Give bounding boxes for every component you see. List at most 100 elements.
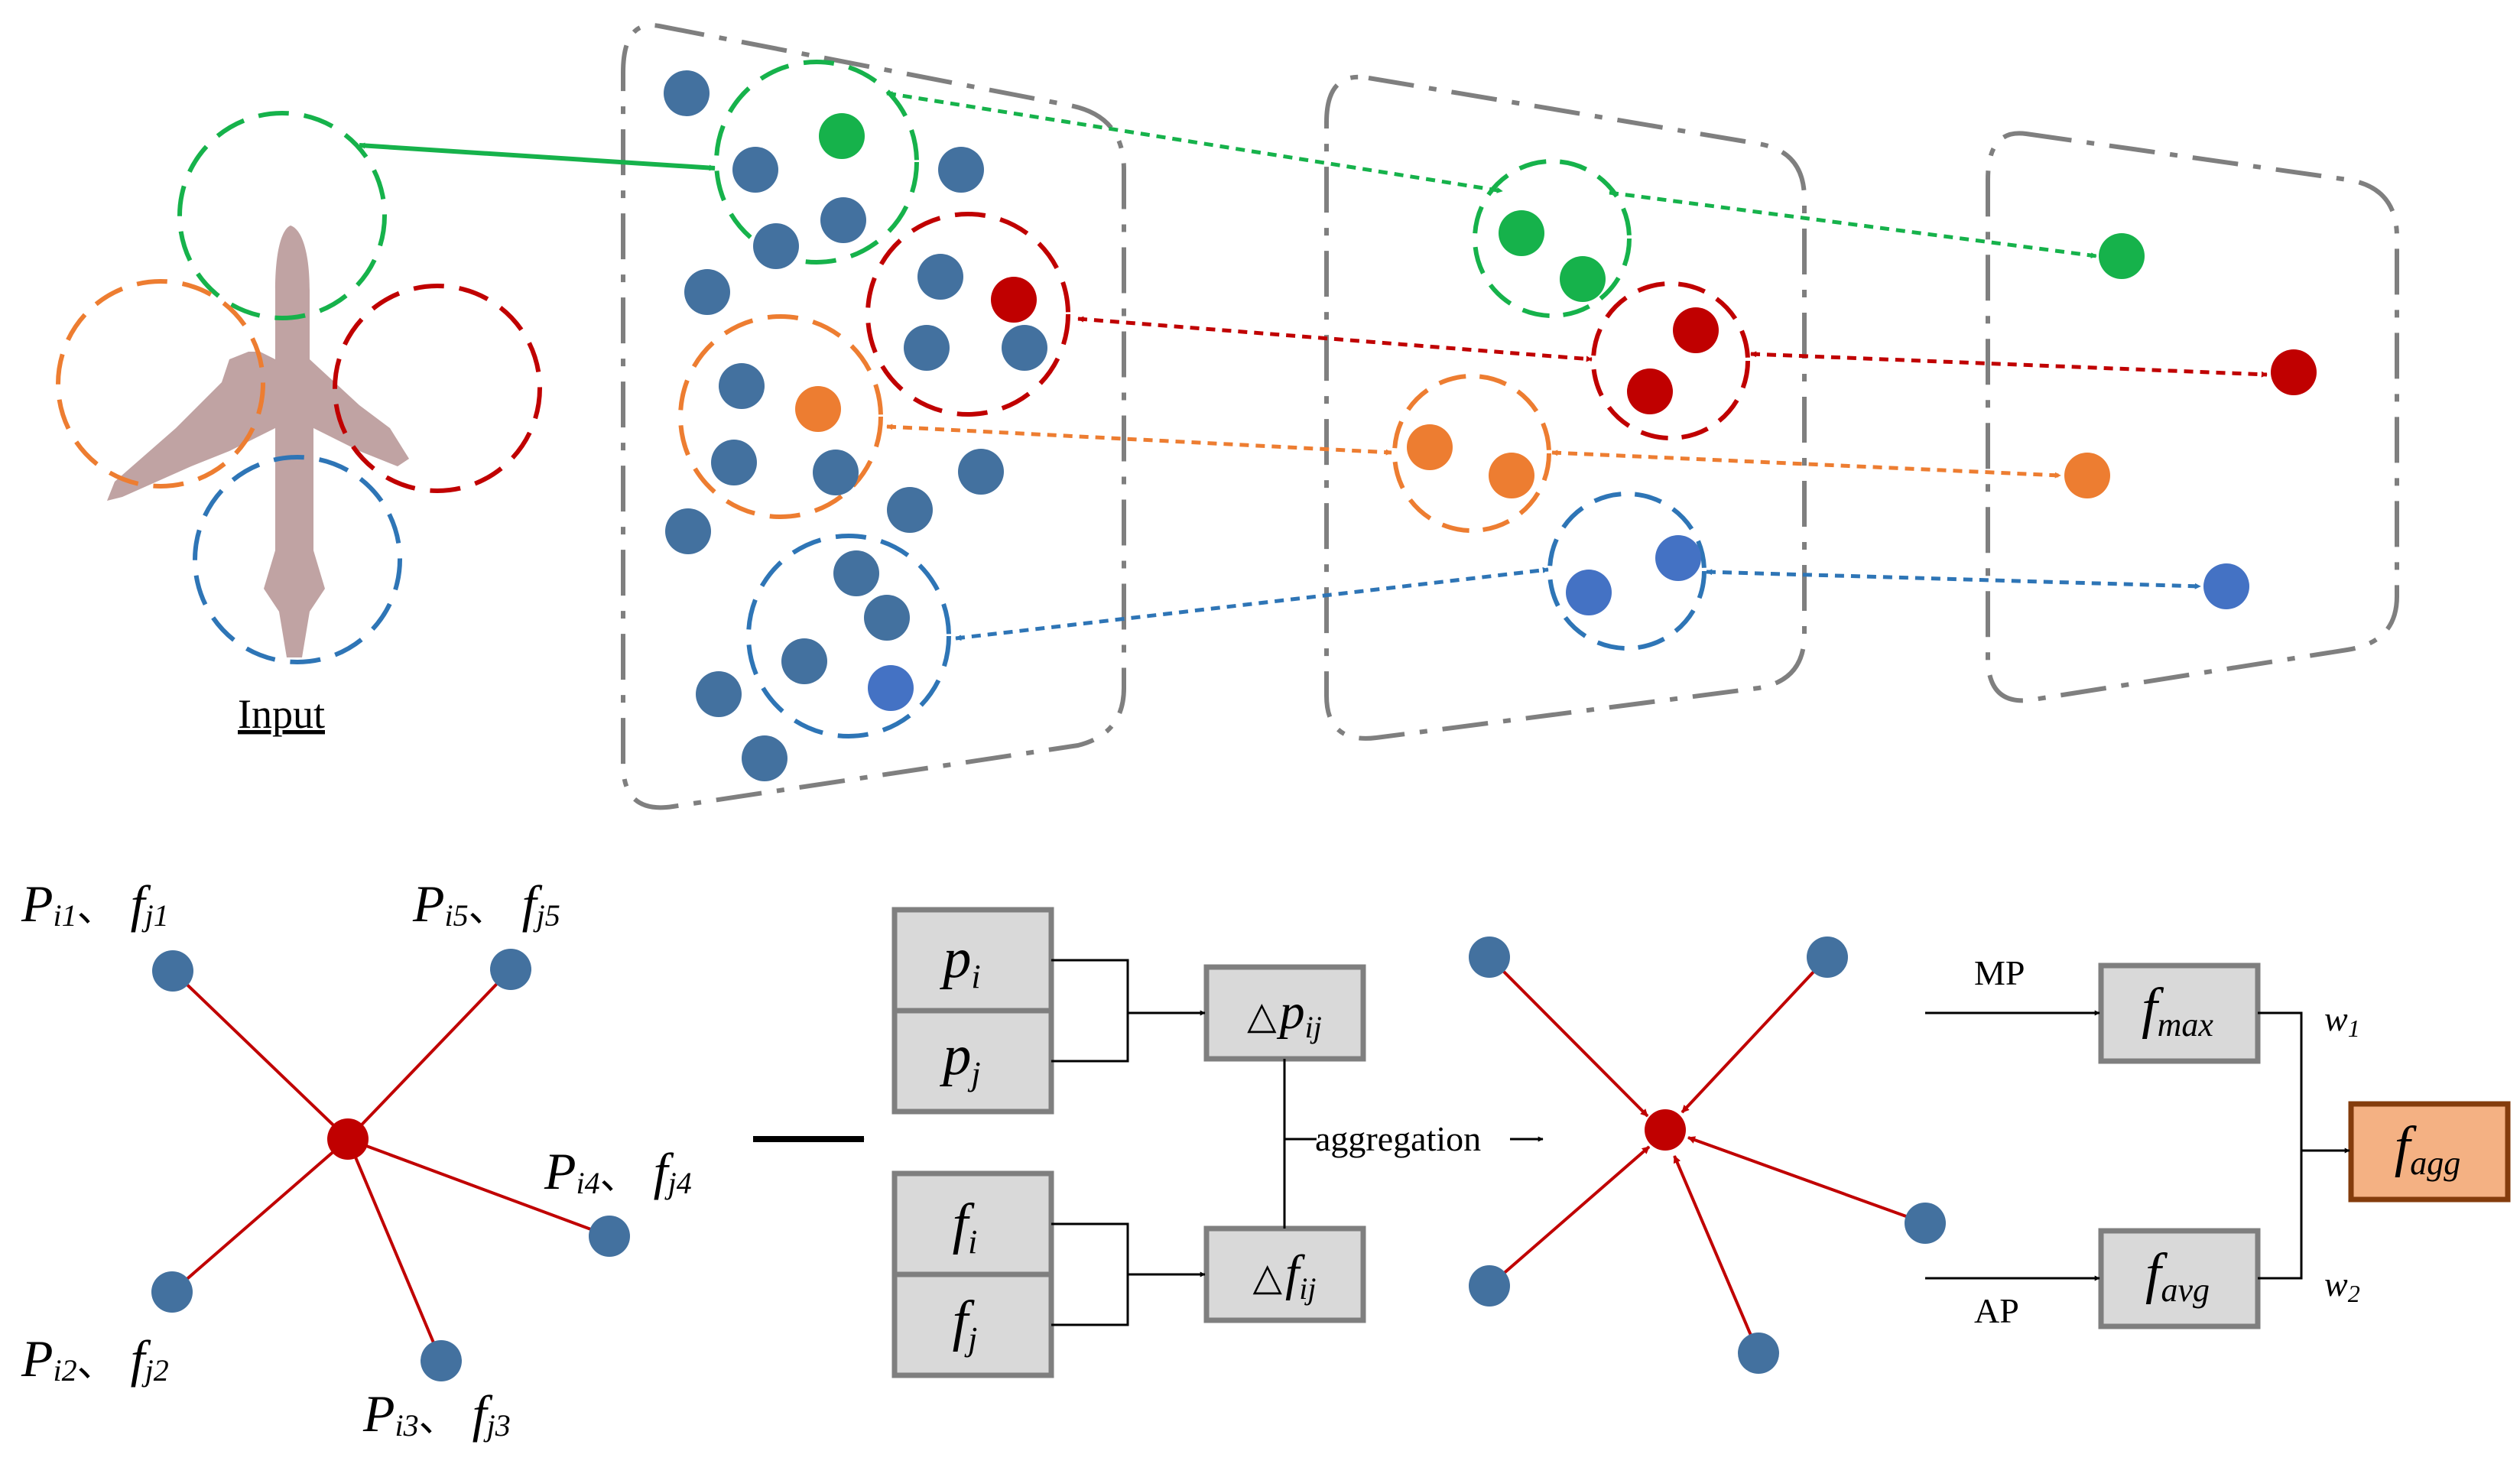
point xyxy=(991,277,1037,323)
layer2-green-circle xyxy=(1473,159,1632,318)
blue-arrow-2 xyxy=(1706,569,2201,589)
point xyxy=(664,70,710,116)
aggregation-graph xyxy=(1469,937,1946,1374)
point xyxy=(753,223,799,269)
point xyxy=(868,665,914,711)
neighbor-point-4 xyxy=(589,1216,630,1257)
point xyxy=(795,386,841,432)
input-label: Input xyxy=(238,691,325,737)
box-delta-f xyxy=(1203,1225,1366,1323)
neighbor-label-2: Pi2、fj2 xyxy=(21,1329,169,1388)
point xyxy=(665,508,711,554)
layer1-red-circle xyxy=(865,212,1070,417)
layer1-orange-circle xyxy=(678,314,883,519)
label-delta-f: △fij xyxy=(1252,1245,1316,1306)
box-delta-p xyxy=(1203,964,1366,1062)
point xyxy=(833,550,879,596)
layer2-blue-circle xyxy=(1547,492,1707,651)
orange-arrow-1 xyxy=(886,424,1392,456)
layer2-points xyxy=(1407,210,1719,615)
point xyxy=(2271,349,2317,395)
point xyxy=(813,450,859,495)
point xyxy=(1499,210,1544,256)
agg-edge xyxy=(1488,956,1649,1118)
point xyxy=(864,595,910,641)
point xyxy=(819,113,865,159)
graph-edge xyxy=(346,968,512,1141)
neighbor-label-3: Pi3、fj3 xyxy=(362,1384,511,1443)
neighbor-label-5: Pi5、fj5 xyxy=(412,875,560,933)
label-pj: pj xyxy=(939,1024,980,1092)
agg-neighbor xyxy=(1738,1333,1779,1374)
center-point xyxy=(327,1118,369,1160)
box-favg xyxy=(2098,1228,2261,1329)
orange-arrow-2 xyxy=(1551,450,2061,479)
point xyxy=(904,325,950,371)
neighbor-point-3 xyxy=(421,1340,462,1381)
label-delta-p: △pij xyxy=(1247,984,1322,1044)
red-arrow-1 xyxy=(1077,316,1593,362)
neighborhood-graph xyxy=(151,949,630,1381)
point xyxy=(2064,453,2110,498)
point xyxy=(2099,233,2145,279)
box-fmax xyxy=(2098,962,2261,1064)
point xyxy=(1566,570,1612,615)
agg-center xyxy=(1645,1109,1686,1151)
point xyxy=(711,440,757,485)
point xyxy=(684,269,730,315)
graph-edge xyxy=(346,1138,443,1362)
green-arrow-1 xyxy=(886,91,1503,193)
airplane-point-cloud xyxy=(107,226,409,657)
agg-neighbor xyxy=(1807,937,1848,978)
point xyxy=(732,147,778,193)
w2-label: w2 xyxy=(2324,1264,2360,1307)
agg-edge xyxy=(1488,1145,1651,1287)
neighbor-label-1: Pi1、fj1 xyxy=(21,875,169,933)
point xyxy=(938,147,984,193)
w1-label: w1 xyxy=(2324,999,2360,1042)
neighbor-point-5 xyxy=(490,949,531,990)
graph-edge xyxy=(170,1138,349,1294)
neighbor-point-1 xyxy=(152,950,193,992)
point xyxy=(781,638,827,684)
point xyxy=(1407,424,1453,470)
layer1-blue-circle xyxy=(746,534,951,738)
input-red-circle xyxy=(333,284,542,493)
connectors xyxy=(1051,959,1544,1326)
blue-arrow-1 xyxy=(955,566,1549,641)
graph-edge xyxy=(171,969,349,1141)
point xyxy=(719,363,765,409)
pool-connectors xyxy=(1925,1010,2350,1281)
point xyxy=(2203,563,2249,609)
input-orange-circle xyxy=(56,279,265,489)
point xyxy=(1627,368,1673,414)
label-fmax: fmax xyxy=(2142,977,2213,1044)
point xyxy=(917,254,963,300)
point xyxy=(887,487,933,533)
agg-neighbor xyxy=(1905,1203,1946,1244)
point xyxy=(742,735,788,781)
point xyxy=(1673,307,1719,353)
point xyxy=(1655,535,1701,581)
label-pi: pi xyxy=(939,927,980,995)
green-arrow-2 xyxy=(1609,190,2097,259)
neighbor-point-2 xyxy=(151,1271,193,1313)
point xyxy=(1002,325,1047,371)
point xyxy=(820,197,866,243)
neighbor-label-4: Pi4、fj4 xyxy=(544,1142,692,1200)
input-green-circle xyxy=(177,111,387,320)
mp-label: MP xyxy=(1974,953,2025,992)
layer1-frame xyxy=(621,23,1126,810)
agg-neighbor xyxy=(1469,1265,1510,1307)
point xyxy=(958,449,1004,495)
box-fagg xyxy=(2348,1101,2511,1203)
point xyxy=(1489,453,1534,498)
input-blue-circle xyxy=(193,455,402,664)
ap-label: AP xyxy=(1974,1291,2019,1330)
layer3-points xyxy=(2064,233,2317,609)
graph-edge xyxy=(347,1138,610,1238)
agg-edge xyxy=(1687,1136,1926,1225)
layer2-orange-circle xyxy=(1392,374,1551,533)
